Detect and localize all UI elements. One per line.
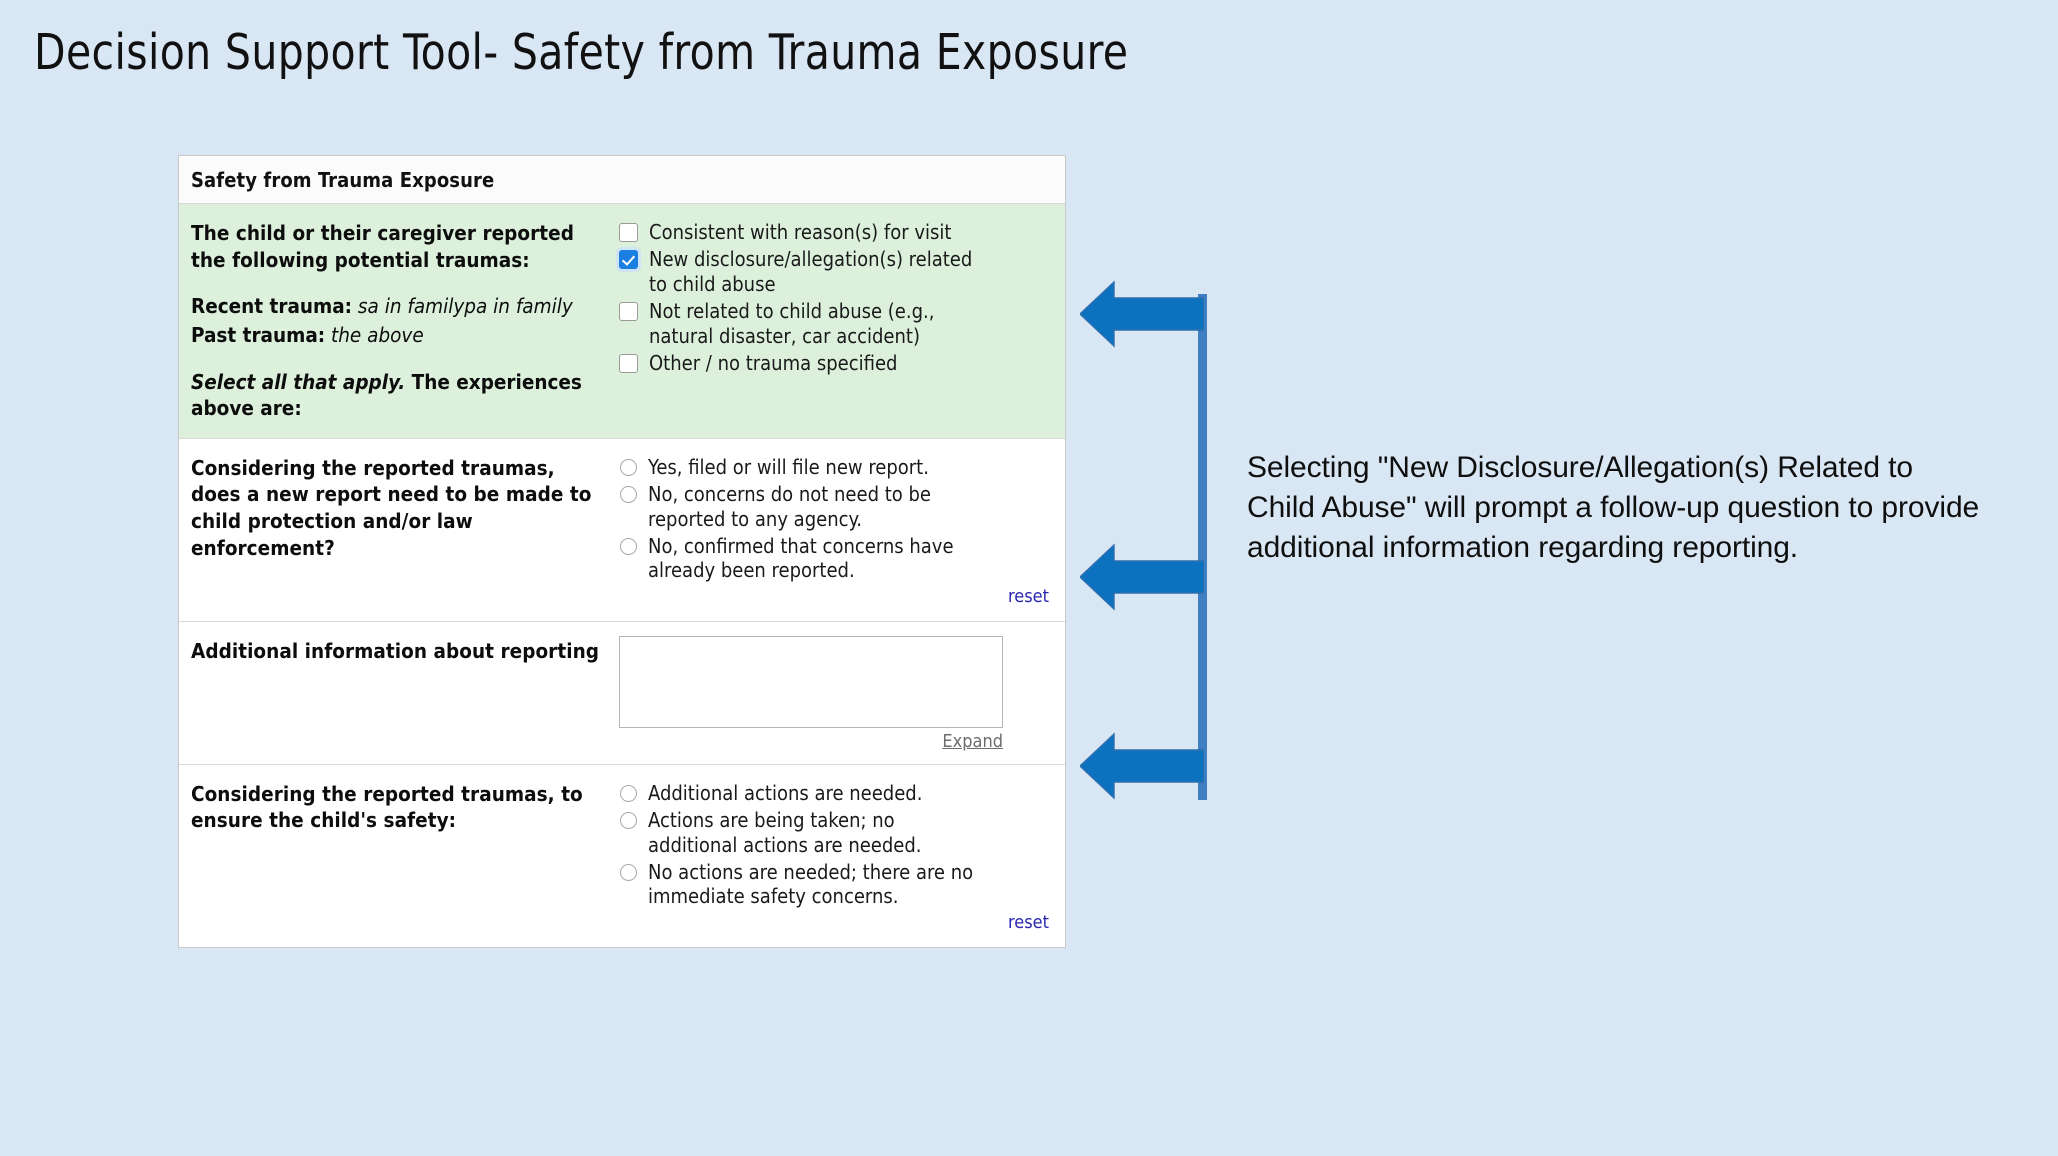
section-trauma-types-options-column: Consistent with reason(s) for visit New … (619, 204, 1065, 392)
past-trauma-line: Past trauma: the above (191, 322, 607, 349)
left-arrow-icon (1080, 543, 1204, 611)
radio-option-additional-actions-needed[interactable]: Additional actions are needed. (619, 781, 1053, 805)
section-child-safety-options-column: Additional actions are needed. Actions a… (619, 765, 1065, 947)
expand-link[interactable]: Expand (942, 730, 1003, 752)
section-new-report-label-column: Considering the reported traumas, does a… (179, 439, 619, 578)
decision-support-form-panel: Safety from Trauma Exposure The child or… (178, 155, 1066, 948)
option-label: Other / no trauma specified (649, 350, 898, 375)
section-additional-information-label-column: Additional information about reporting (179, 622, 619, 681)
checkbox-option-consistent-with-visit[interactable]: Consistent with reason(s) for visit (619, 220, 1053, 244)
page-title: Decision Support Tool- Safety from Traum… (34, 24, 1129, 81)
checkbox-icon[interactable] (619, 353, 638, 373)
section-new-report-needed: Considering the reported traumas, does a… (179, 438, 1065, 622)
checkbox-checked-icon[interactable] (619, 250, 638, 270)
option-label: No actions are needed; there are no imme… (648, 859, 974, 909)
radio-icon[interactable] (620, 458, 637, 476)
radio-icon[interactable] (620, 486, 637, 504)
left-arrow-icon (1080, 732, 1204, 800)
radio-icon[interactable] (620, 538, 637, 556)
section-new-report-options-column: Yes, filed or will file new report. No, … (619, 439, 1065, 621)
left-arrow-icon (1080, 280, 1204, 348)
radio-icon[interactable] (620, 863, 637, 881)
additional-information-prompt: Additional information about reporting (191, 638, 600, 663)
section-additional-information-input-column: Expand (619, 622, 1065, 764)
panel-header-title: Safety from Trauma Exposure (179, 156, 1065, 204)
past-trauma-value: the above (331, 322, 424, 347)
section-trauma-types: The child or their caregiver reported th… (179, 204, 1065, 439)
option-label: Not related to child abuse (e.g., natura… (649, 299, 935, 348)
option-label: Yes, filed or will file new report. (648, 454, 929, 479)
radio-option-no-already-reported[interactable]: No, confirmed that concerns have already… (619, 534, 1053, 583)
past-trauma-label: Past trauma: (191, 322, 326, 347)
radio-option-no-not-needed[interactable]: No, concerns do not need to be reported … (619, 482, 1053, 531)
section-additional-information: Additional information about reporting E… (179, 621, 1065, 765)
radio-option-actions-being-taken[interactable]: Actions are being taken; no additional a… (619, 808, 1053, 857)
section-child-safety-actions: Considering the reported traumas, to ens… (179, 764, 1065, 947)
radio-icon[interactable] (620, 812, 637, 830)
trauma-types-prompt: The child or their caregiver reported th… (191, 221, 574, 272)
callout-annotation-text: Selecting "New Disclosure/Allegation(s) … (1247, 451, 1980, 564)
radio-option-no-actions-needed[interactable]: No actions are needed; there are no imme… (619, 860, 1053, 909)
child-safety-prompt: Considering the reported traumas, to ens… (191, 781, 583, 833)
recent-trauma-label: Recent trauma: (191, 294, 353, 319)
checkbox-option-new-disclosure[interactable]: New disclosure/allegation(s) related to … (619, 247, 1053, 296)
callout-connector-line (1198, 294, 1207, 800)
new-report-prompt: Considering the reported traumas, does a… (191, 455, 592, 560)
select-instruction-rest-text: The experiences above are: (191, 369, 582, 421)
recent-trauma-value: sa in familypa in family (357, 294, 573, 319)
radio-icon[interactable] (620, 784, 637, 802)
reset-link[interactable]: reset (1008, 911, 1049, 933)
section-child-safety-label-column: Considering the reported traumas, to ens… (179, 765, 619, 850)
textarea-wrapper: Expand (619, 635, 1053, 752)
option-label: No, confirmed that concerns have already… (648, 534, 954, 583)
reset-link[interactable]: reset (1008, 585, 1049, 607)
option-label: No, concerns do not need to be reported … (648, 482, 931, 531)
option-label: Consistent with reason(s) for visit (649, 220, 952, 244)
option-label: Actions are being taken; no additional a… (648, 808, 922, 857)
select-all-that-apply-text: Select all that apply. (191, 369, 406, 394)
radio-option-yes-filed-report[interactable]: Yes, filed or will file new report. (619, 455, 1053, 479)
select-instruction-line: Select all that apply. The experiences a… (191, 369, 607, 422)
option-label: Additional actions are needed. (648, 780, 923, 805)
checkbox-icon[interactable] (619, 302, 638, 322)
option-label: New disclosure/allegation(s) related to … (649, 247, 973, 296)
recent-trauma-line: Recent trauma: sa in familypa in family (191, 293, 607, 320)
additional-information-textarea[interactable] (619, 635, 1003, 728)
callout-arrow-group (1080, 280, 1230, 810)
checkbox-option-other-no-trauma[interactable]: Other / no trauma specified (619, 351, 1053, 375)
checkbox-icon[interactable] (619, 223, 638, 242)
section-trauma-types-label-column: The child or their caregiver reported th… (179, 204, 619, 438)
checkbox-option-not-related-to-abuse[interactable]: Not related to child abuse (e.g., natura… (619, 299, 1053, 348)
